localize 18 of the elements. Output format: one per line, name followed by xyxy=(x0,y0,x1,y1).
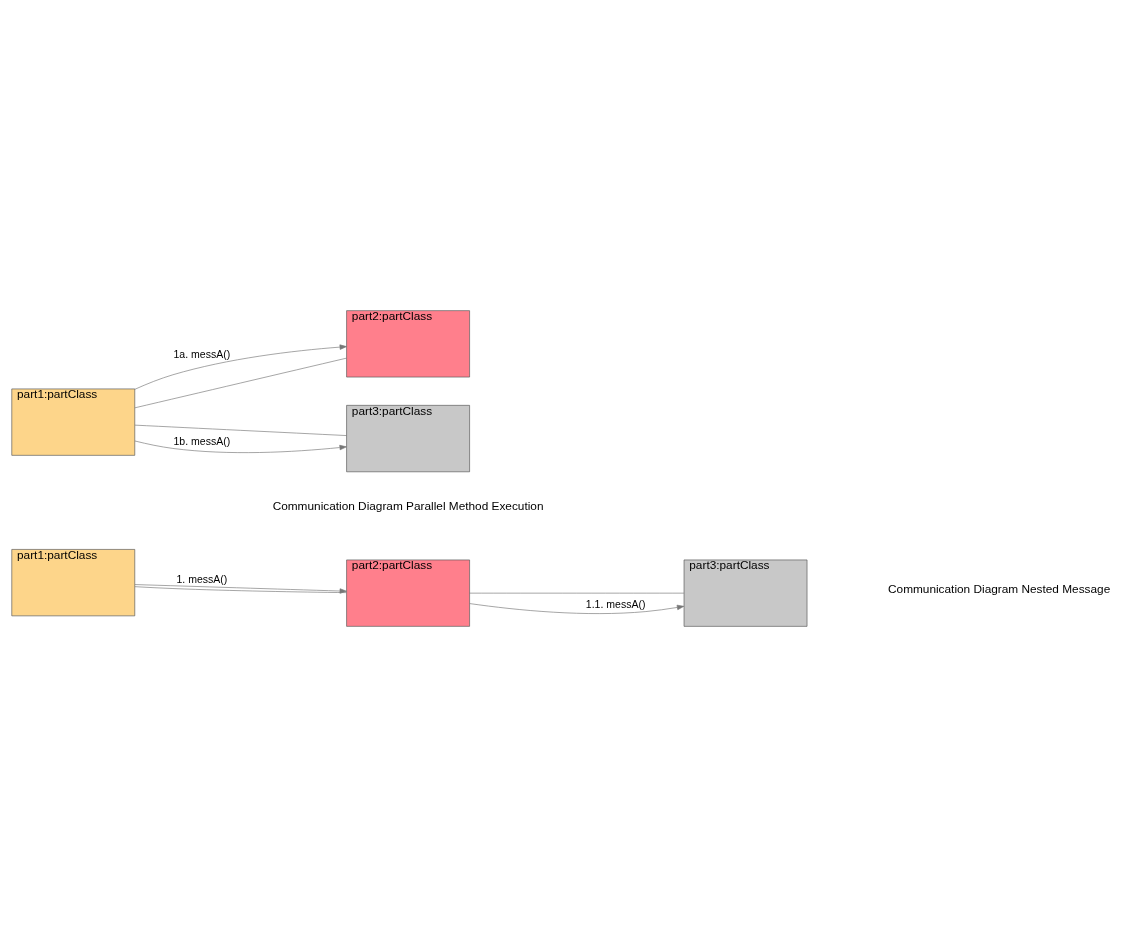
connector xyxy=(469,592,685,593)
edge-label: 1b. messA() xyxy=(173,434,231,447)
arrow xyxy=(469,602,685,614)
node-box: part3:partClass xyxy=(683,559,808,627)
connector xyxy=(134,424,347,436)
node-box: part2:partClass xyxy=(346,309,470,377)
label: Communication Diagram Parallel Method Execution xyxy=(272,498,544,513)
node-box: part3:partClass xyxy=(346,404,470,472)
label: Communication Diagram Nested Message xyxy=(888,581,1111,596)
arrow xyxy=(134,440,347,453)
node-box: part1:partClass xyxy=(11,548,136,616)
arrow xyxy=(134,343,347,390)
node-box: part2:partClass xyxy=(346,559,470,627)
connector xyxy=(134,357,347,408)
node-box: part1:partClass xyxy=(11,388,136,456)
edge-label: 1. messA() xyxy=(176,571,228,584)
edge-label: 1a. messA() xyxy=(173,347,231,360)
edge-label: 1.1. messA() xyxy=(585,597,646,610)
